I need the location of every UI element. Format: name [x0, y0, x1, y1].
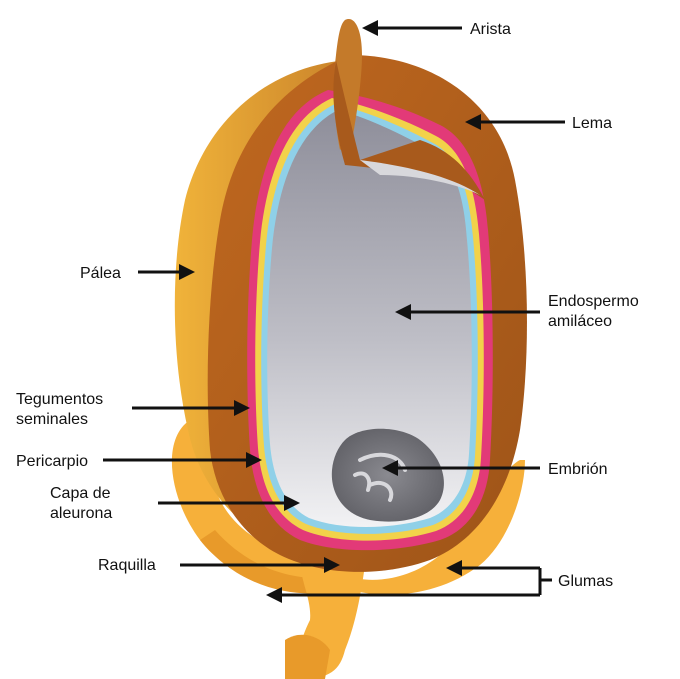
label-capa-line1: Capa de — [50, 485, 111, 502]
label-tegumentos-line1: Tegumentos — [16, 391, 103, 408]
label-arista: Arista — [470, 21, 511, 38]
label-pericarpio: Pericarpio — [16, 453, 88, 470]
label-embrion: Embrión — [548, 461, 608, 478]
label-palea: Pálea — [80, 265, 121, 282]
label-raquilla: Raquilla — [98, 557, 156, 574]
label-endospermo-line1: Endospermo — [548, 293, 639, 310]
label-tegumentos-line2: seminales — [16, 411, 88, 428]
label-endospermo-line2: amiláceo — [548, 313, 612, 330]
label-glumas: Glumas — [558, 573, 613, 590]
label-lema: Lema — [572, 115, 612, 132]
label-capa-line2: aleurona — [50, 505, 112, 522]
